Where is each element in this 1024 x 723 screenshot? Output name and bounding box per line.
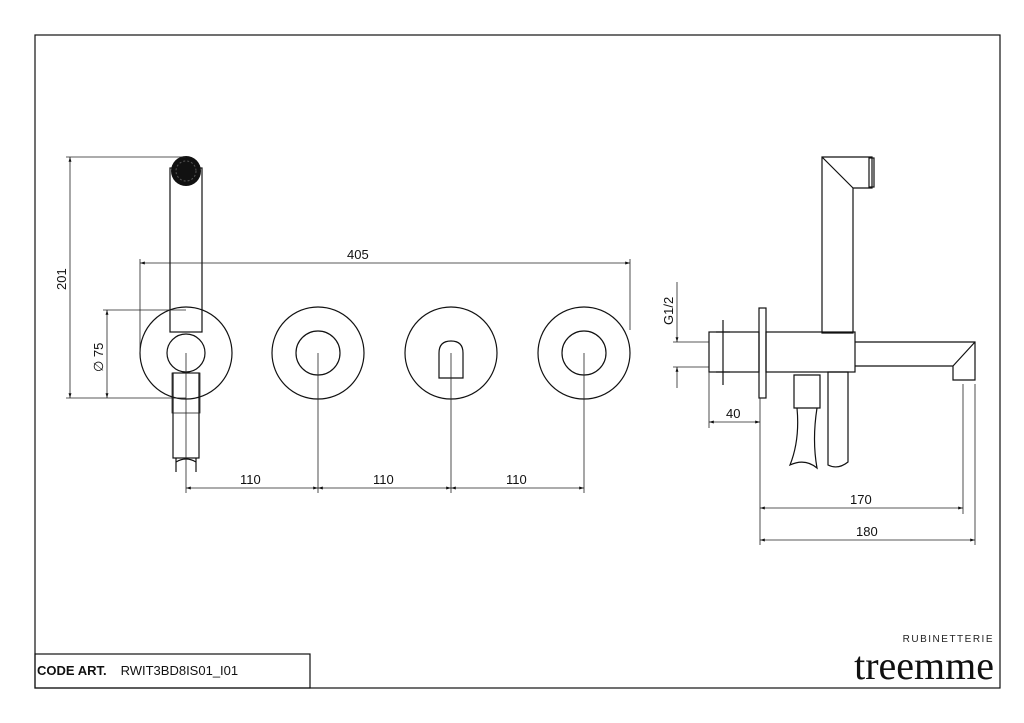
side-handle xyxy=(821,156,873,334)
dim-spacing-1: 110 xyxy=(240,472,261,487)
brand-logo: RUBINETTERIE treemme xyxy=(854,634,994,686)
dim-spacing-3: 110 xyxy=(506,472,527,487)
dim-spacing-2: 110 xyxy=(373,472,394,487)
spout-outlet xyxy=(438,340,464,379)
code-label: CODE ART. xyxy=(37,663,107,678)
dim-height: 201 xyxy=(54,268,69,290)
side-spout xyxy=(855,341,976,381)
brand-name: treemme xyxy=(854,643,994,688)
dim-170: 170 xyxy=(850,492,872,507)
dim-diameter: ∅ 75 xyxy=(91,343,106,372)
brand-subtitle: RUBINETTERIE xyxy=(902,634,994,645)
drawing-frame xyxy=(34,34,1001,689)
code-article: CODE ART. RWIT3BD8IS01_I01 xyxy=(37,663,238,678)
hand-shower-head xyxy=(171,156,201,186)
dim-thread: G1/2 xyxy=(661,297,676,325)
front-view: 201 ∅ 75 405 110 110 110 xyxy=(54,156,631,493)
code-value: RWIT3BD8IS01_I01 xyxy=(120,663,239,678)
dim-180: 180 xyxy=(856,524,878,539)
title-block xyxy=(34,653,311,689)
side-view: G1/2 40 170 180 xyxy=(661,156,976,545)
dim-depth: 40 xyxy=(726,406,740,421)
side-body xyxy=(765,331,856,373)
side-hose xyxy=(788,374,821,470)
wall-flange xyxy=(758,307,767,399)
dim-overall-width: 405 xyxy=(347,247,369,262)
